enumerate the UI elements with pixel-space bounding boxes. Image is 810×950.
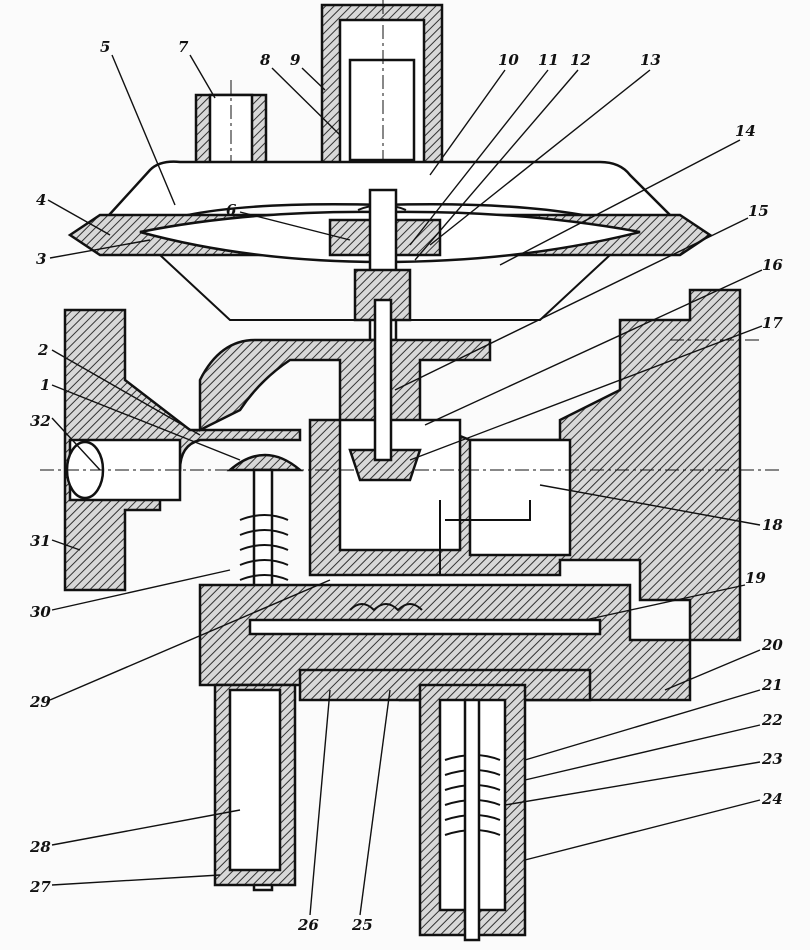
label-22: 22 [761, 711, 783, 729]
label-24: 24 [761, 790, 783, 808]
label-4: 4 [36, 191, 46, 209]
lower-body [198, 583, 692, 942]
label-18: 18 [762, 516, 783, 534]
label-11: 11 [538, 51, 559, 69]
label-10: 10 [498, 51, 519, 69]
label-3: 3 [36, 250, 46, 268]
label-30: 30 [30, 603, 51, 621]
label-6: 6 [226, 201, 237, 219]
label-29: 29 [29, 693, 51, 711]
label-9: 9 [290, 51, 301, 69]
label-28: 28 [29, 838, 51, 856]
label-19: 19 [745, 569, 766, 587]
label-25: 25 [351, 916, 373, 934]
label-23: 23 [761, 750, 783, 768]
label-8: 8 [260, 51, 271, 69]
label-12: 12 [570, 51, 591, 69]
label-21: 21 [761, 676, 783, 694]
label-13: 13 [640, 51, 661, 69]
label-14: 14 [735, 122, 756, 140]
label-1: 1 [40, 376, 50, 394]
label-16: 16 [762, 256, 783, 274]
label-17: 17 [762, 314, 783, 332]
label-32: 32 [30, 412, 51, 430]
part-labels: 1 2 3 4 5 6 7 8 9 10 11 12 13 14 15 16 1… [29, 38, 783, 934]
label-2: 2 [37, 341, 48, 359]
label-20: 20 [761, 636, 783, 654]
leader-lines [47, 54, 763, 916]
label-26: 26 [297, 916, 319, 934]
label-7: 7 [178, 38, 189, 56]
valve-body [40, 288, 780, 642]
label-31: 31 [30, 532, 51, 550]
spring-cap [320, 0, 444, 520]
label-15: 15 [748, 202, 769, 220]
label-5: 5 [100, 38, 110, 56]
label-27: 27 [29, 878, 51, 896]
